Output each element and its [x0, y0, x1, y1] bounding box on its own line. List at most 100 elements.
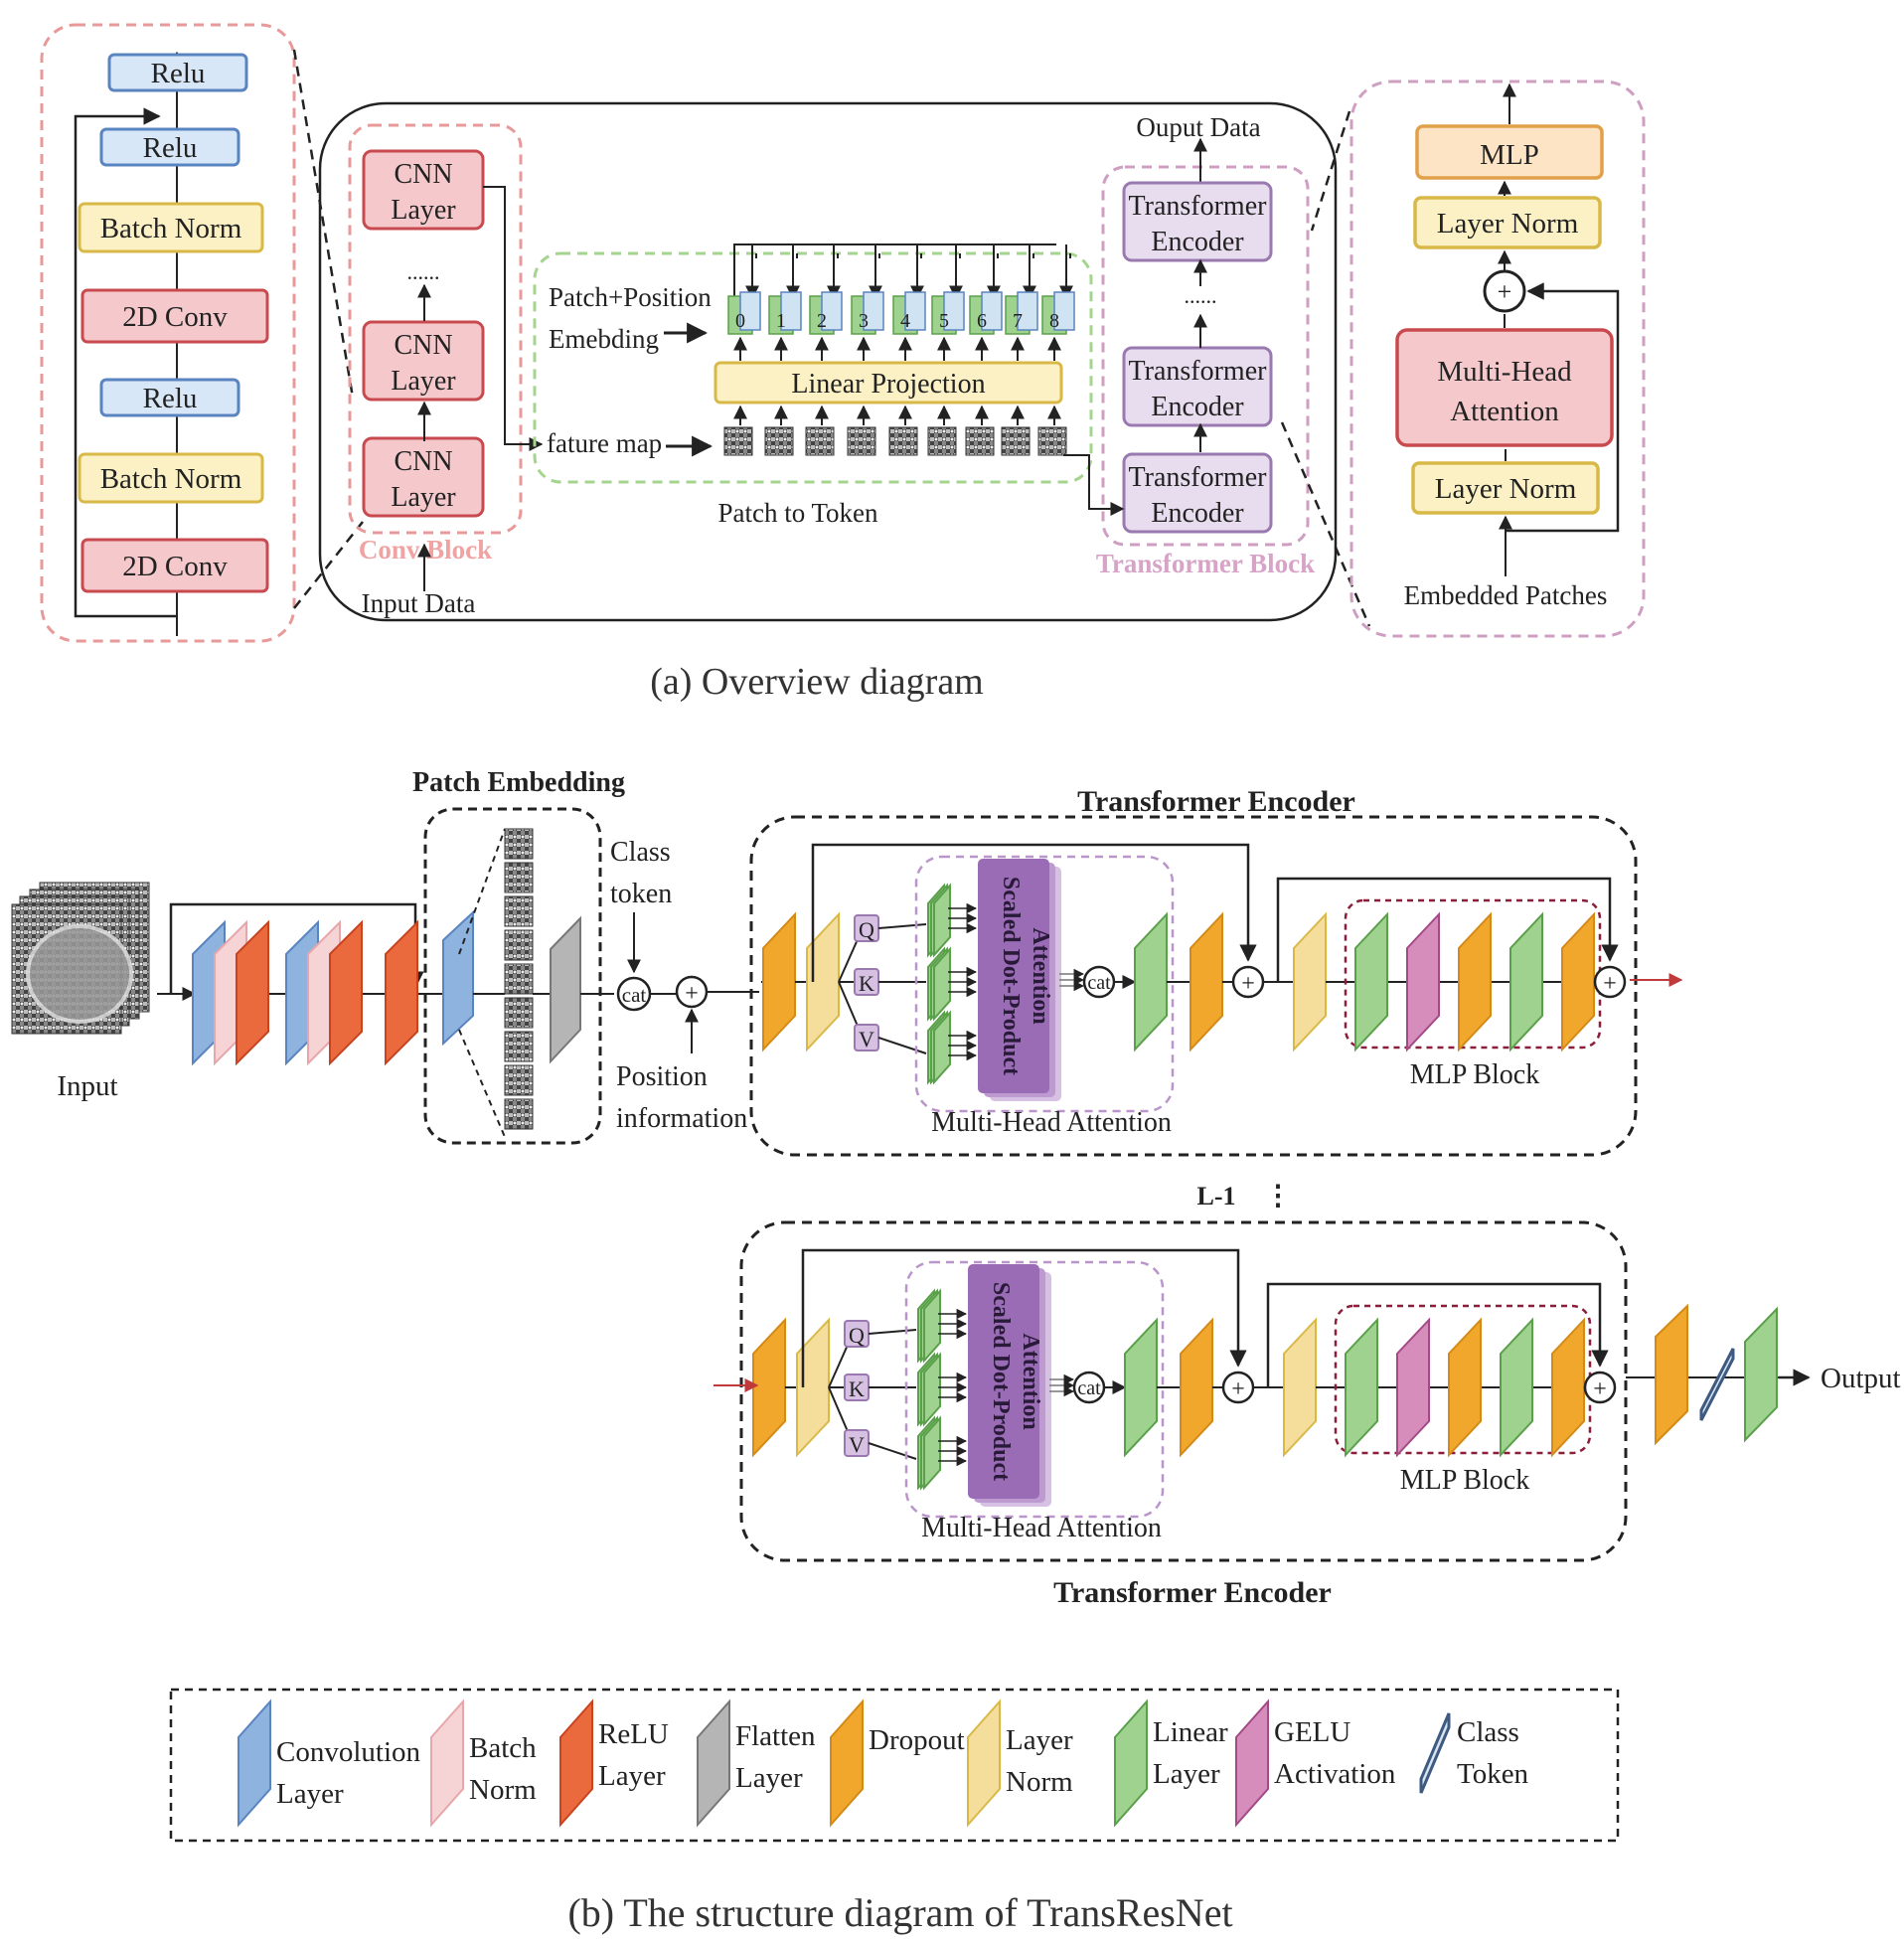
- pe-conv-shape: [442, 909, 474, 1047]
- mlp-layer-shape: [1345, 1317, 1378, 1458]
- legend-label: Convolution: [276, 1736, 421, 1768]
- token-upper: [821, 291, 843, 331]
- patch-tile: [504, 929, 534, 961]
- resblock-layer-box: [80, 288, 269, 344]
- input-label: Input: [57, 1070, 117, 1102]
- legend-label: Layer: [1006, 1724, 1073, 1756]
- token-id: 4: [900, 310, 910, 332]
- feature-patch: [764, 426, 794, 456]
- legend-swatch: [830, 1698, 864, 1828]
- legend-label: Norm: [469, 1774, 537, 1806]
- zoom-line: [1280, 421, 1371, 627]
- resblock-layer-label: Relu: [151, 58, 206, 89]
- enc-layernorm-shape: [796, 1317, 830, 1458]
- cnn-layer-label: Layer: [391, 366, 456, 397]
- cnn-layer-box: [362, 149, 485, 231]
- resblock-layer-label: Batch Norm: [100, 213, 242, 244]
- sdpa-label-line1: Scaled Dot-Product: [998, 877, 1024, 1075]
- mha-linear-shape: [923, 1352, 941, 1427]
- legend-label: Layer: [276, 1778, 344, 1810]
- linear-projection-box: [714, 361, 1063, 404]
- mlp-layer-shape: [1561, 911, 1595, 1052]
- input-image-stack: [11, 882, 150, 1035]
- mlp-layer-shape: [1406, 911, 1440, 1052]
- mlp-box: [1415, 124, 1604, 180]
- token-upper: [739, 291, 761, 331]
- conv-stack-shape: [329, 919, 363, 1066]
- sdpa-label-line2: Attention: [1028, 927, 1053, 1024]
- token-upper: [981, 291, 1003, 331]
- mha-linear-shape: [933, 946, 951, 1022]
- token-id: 0: [735, 310, 745, 332]
- conv-stack-shape: [385, 919, 418, 1066]
- residual-add-symbol: +: [1603, 971, 1617, 997]
- feature-patch: [805, 426, 835, 456]
- caption-a: (a) Overview diagram: [650, 661, 984, 703]
- output-label: Output: [1821, 1363, 1901, 1394]
- cnn-layer-label: CNN: [394, 446, 452, 477]
- layer-norm-top-label: Layer Norm: [1437, 208, 1579, 240]
- enc-dropout-shape: [762, 911, 796, 1052]
- mha-label: Multi-Head Attention: [931, 1107, 1172, 1138]
- legend-label: Token: [1457, 1758, 1529, 1790]
- token-upper: [943, 291, 965, 331]
- transformer-block-title: Transformer Block: [1096, 549, 1315, 578]
- legend-swatch: [967, 1698, 1001, 1828]
- qkv-label: V: [849, 1432, 865, 1457]
- token-to-encoder-arrow: [1063, 454, 1125, 516]
- legend-label: Dropout: [869, 1724, 965, 1756]
- transformer-block: Ouput Data TransformerEncoderTransformer…: [1063, 112, 1315, 578]
- enc-layernorm-shape: [1293, 911, 1327, 1052]
- legend-label: Activation: [1274, 1758, 1396, 1790]
- panel-b: Input Patch Embedding Class token cat + …: [11, 767, 1901, 1935]
- patch-tile: [504, 1098, 534, 1130]
- residual-add-symbol: +: [1231, 1376, 1245, 1402]
- patch-embedding-title: Patch Embedding: [412, 767, 625, 798]
- legend-swatch: [697, 1698, 730, 1828]
- position-info-line1: Position: [616, 1061, 708, 1092]
- cat-label: cat: [622, 983, 647, 1007]
- token-id: 5: [939, 310, 949, 332]
- resblock-layer-label: Relu: [143, 132, 198, 164]
- transformer-encoder-label: Encoder: [1151, 392, 1244, 422]
- legend-swatch: [1419, 1712, 1451, 1794]
- patch-embedding-frame: [423, 807, 602, 1145]
- mha-label-line2: Attention: [1450, 396, 1559, 427]
- caption-b: (b) The structure diagram of TransResNet: [567, 1890, 1232, 1935]
- enc-skip-2: [1266, 1282, 1609, 1387]
- qkv-label: V: [859, 1027, 874, 1051]
- layer-norm-bottom-box: [1411, 461, 1600, 515]
- sdpa-label-line1: Scaled Dot-Product: [988, 1282, 1014, 1481]
- mlp-layer-shape: [1509, 911, 1543, 1052]
- overview-frame: [318, 101, 1338, 622]
- encoder-detail: MLP Layer Norm + Multi-Head Attention La…: [1349, 80, 1646, 638]
- enc-skip-2: [1276, 877, 1619, 982]
- mha-out-linear-shape: [1124, 1317, 1158, 1458]
- position-info-line2: information: [616, 1103, 747, 1134]
- transformer-encoder-label: Transformer: [1129, 356, 1268, 387]
- output-data-label: Ouput Data: [1136, 112, 1260, 142]
- enc-dropout-shape: [1180, 1317, 1213, 1458]
- encoder-dots: ......: [1185, 283, 1217, 308]
- class-token-line2: token: [610, 879, 672, 909]
- qkv-to-linear: [877, 1037, 927, 1054]
- token-upper: [1017, 291, 1038, 331]
- mlp-layer-shape: [1396, 1317, 1430, 1458]
- encoder-frame: [739, 1220, 1628, 1562]
- mlp-block-label: MLP Block: [1410, 1059, 1539, 1090]
- patch-tile: [504, 997, 534, 1029]
- cnn-layer-label: Layer: [391, 482, 456, 513]
- resblock-skip: [74, 107, 177, 618]
- mlp-layer-shape: [1458, 911, 1492, 1052]
- mlp-layer-shape: [1448, 1317, 1482, 1458]
- transformer-block-frame: [1101, 165, 1310, 547]
- mha-linear-shape: [923, 1415, 941, 1491]
- mha-cat-label: cat: [1087, 972, 1111, 994]
- feature-patch: [927, 426, 957, 456]
- mha-cat-label: cat: [1077, 1377, 1101, 1399]
- resblock-layer-label: Batch Norm: [100, 463, 242, 495]
